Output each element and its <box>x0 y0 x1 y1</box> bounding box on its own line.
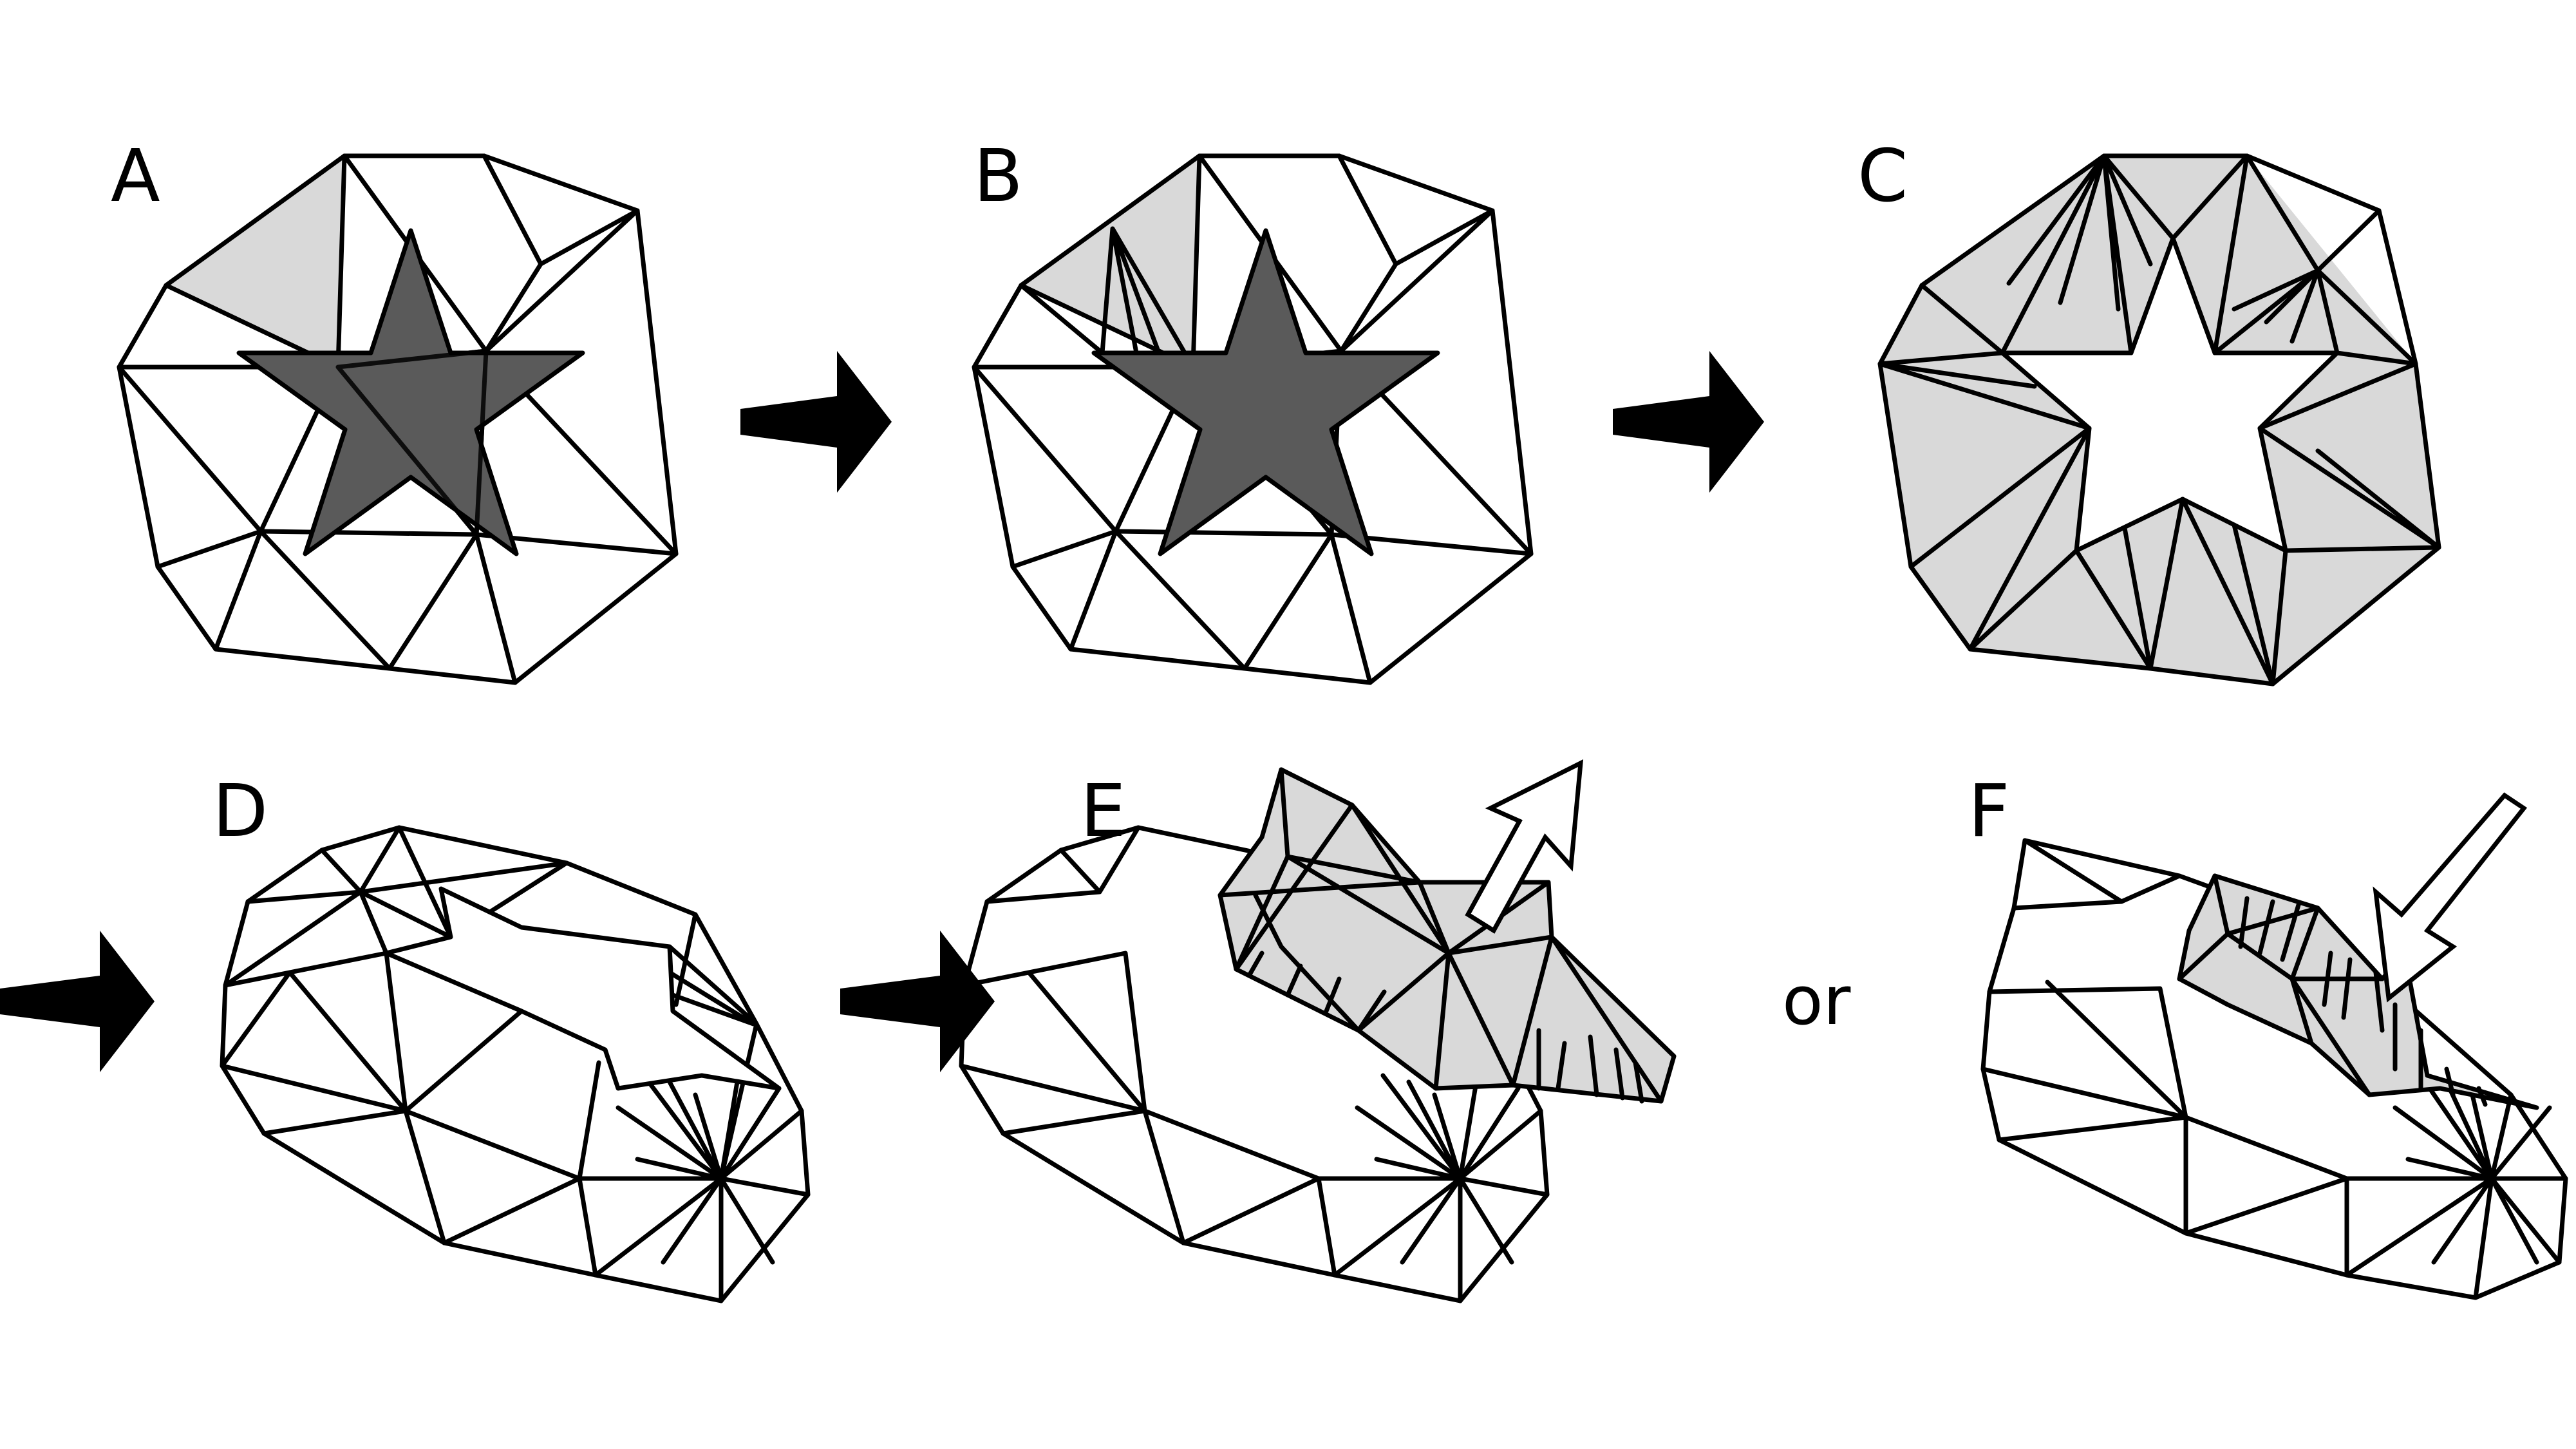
mesh <box>1877 153 2441 687</box>
panel-label-b: B <box>973 135 1023 218</box>
panel-label-d: D <box>212 770 268 853</box>
right-arrow-icon <box>1613 351 1764 493</box>
highlight-triangle <box>166 156 344 367</box>
extruded-star <box>1217 767 1677 1104</box>
mesh-over-star <box>335 348 489 537</box>
star-hole <box>384 886 782 1091</box>
extrusion-mesh <box>1217 767 1664 1104</box>
or-label: or <box>1782 961 1851 1040</box>
right-arrow-icon <box>840 931 995 1072</box>
panel-label-f: F <box>1968 770 2009 853</box>
star-shape <box>1091 228 1440 556</box>
panel-a: A <box>111 135 679 685</box>
panel-e: E <box>959 759 1677 1303</box>
panel-d: D <box>212 770 811 1303</box>
star-shape <box>236 228 585 556</box>
outline-arrow-down-icon <box>2373 792 2528 1003</box>
panel-f: F <box>1968 770 2568 1300</box>
panel-b: B <box>972 135 1534 685</box>
right-arrow-icon <box>0 931 155 1072</box>
panel-label-a: A <box>111 135 160 218</box>
mesh <box>220 825 811 1303</box>
right-arrow-icon <box>740 351 892 493</box>
recess-mesh <box>2177 873 2488 1107</box>
panel-c: C <box>1857 135 2441 687</box>
mesh <box>972 153 1534 685</box>
outline-arrow-up-icon <box>1465 759 1584 934</box>
panel-label-c: C <box>1857 135 1908 218</box>
